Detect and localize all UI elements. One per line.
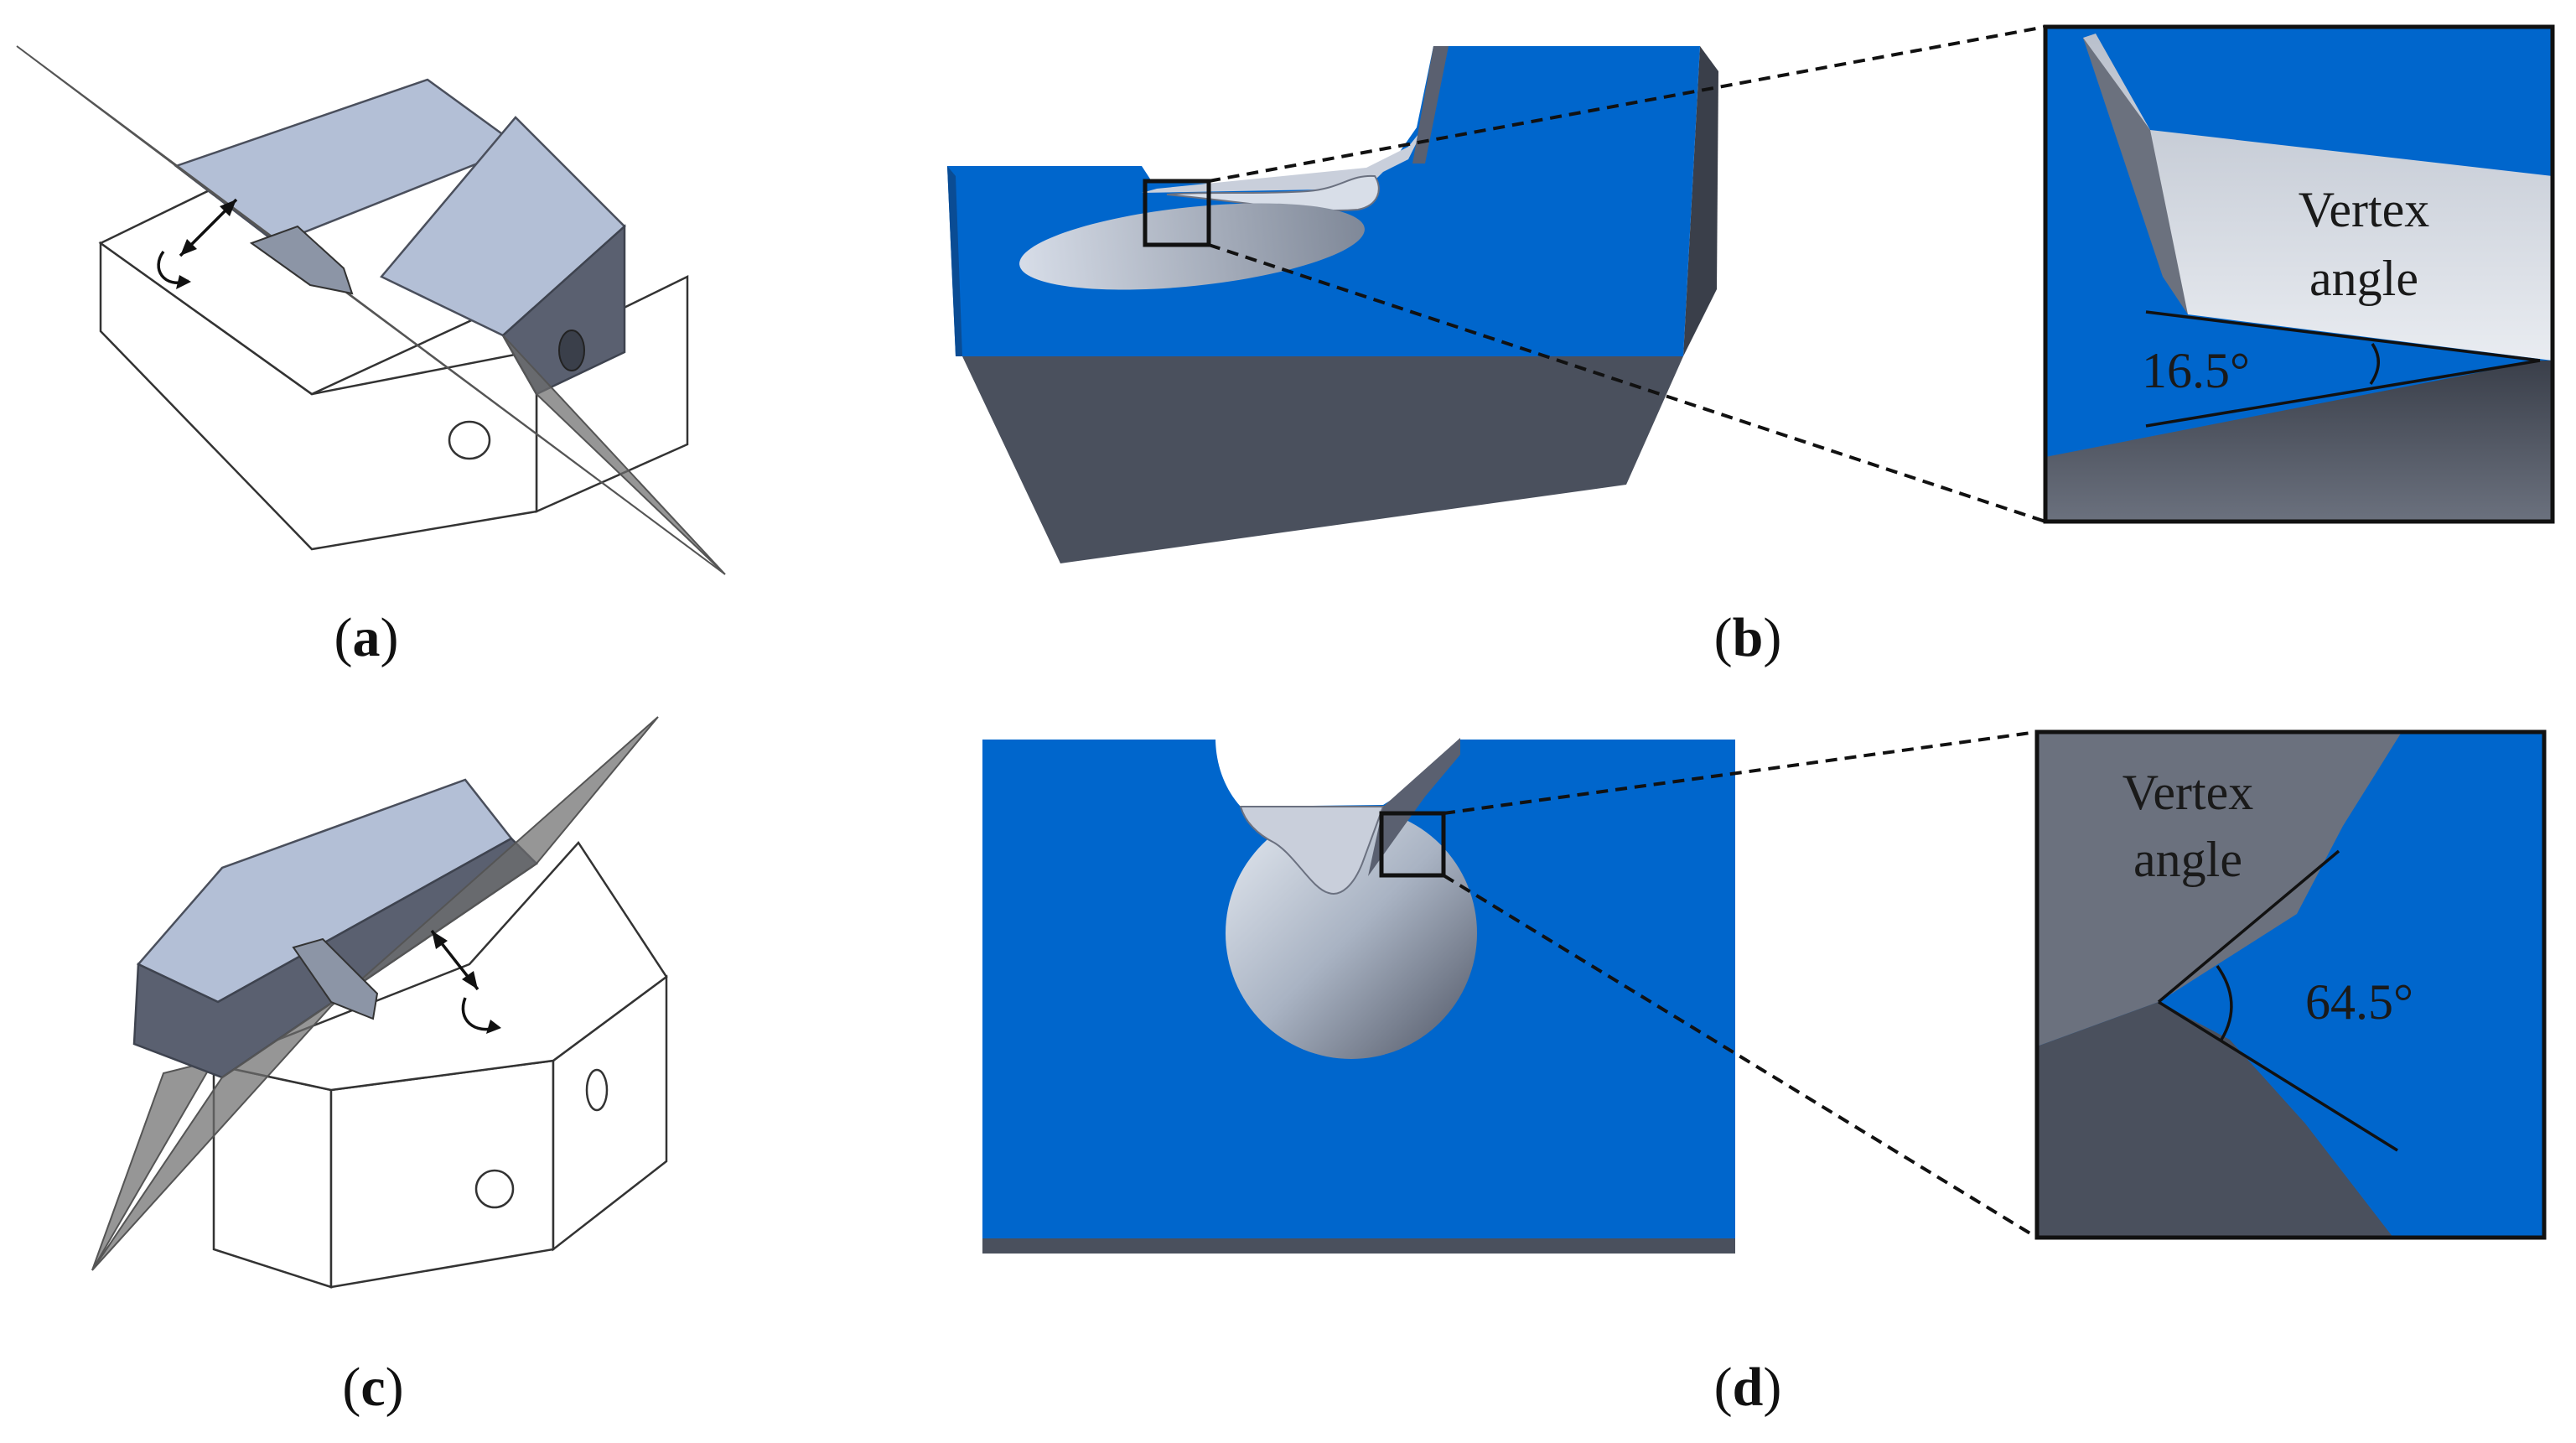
panel-b-section-view xyxy=(947,25,2046,563)
panel-a-arrowhead-down xyxy=(180,239,197,256)
panel-c-label: (c) xyxy=(342,1357,403,1418)
panel-d-bottom-edge xyxy=(982,1238,1735,1254)
panel-d-zoom-inset xyxy=(2037,732,2544,1238)
panel-d-zoom-guide-top xyxy=(1443,730,2038,815)
panel-a-rotation-tip xyxy=(176,275,191,289)
panel-b-angle-value: 16.5° xyxy=(2142,343,2250,398)
panel-b-zoom-frame xyxy=(2043,24,2555,524)
panel-c-inner-groove xyxy=(292,937,379,1020)
panel-d-slanted-face xyxy=(1368,738,1460,876)
panel-a-inner-groove xyxy=(249,225,354,295)
panel-b-angle-line-lower xyxy=(2145,359,2541,428)
panel-c-block-mid-face xyxy=(329,1059,555,1289)
panel-d-angle-line-upper xyxy=(2157,849,2340,1004)
panel-a-side-hole xyxy=(448,420,491,460)
panel-c-arrowhead-up xyxy=(432,931,448,949)
panel-d-label: (d) xyxy=(1714,1357,1782,1418)
panel-c-workpiece-diagram xyxy=(91,716,668,1289)
panel-b-zoom-grey-surface xyxy=(2083,34,2553,361)
panel-b-zoom-dark-lower xyxy=(2045,361,2553,522)
panel-b-dark-lower-face xyxy=(962,356,1683,563)
panel-b-zoom-dark-strip xyxy=(2083,38,2188,314)
panel-b-dark-side-face xyxy=(1683,46,1718,356)
panel-a-arrowhead-up xyxy=(220,200,236,216)
panel-c-slot-face xyxy=(210,840,668,1092)
panel-b-zoom-label-line2: angle xyxy=(2309,251,2418,306)
panel-d-notch-face xyxy=(1239,806,1385,895)
panel-c-rotation-tip xyxy=(486,1020,501,1034)
panel-b-zoom-label-line1: Vertex xyxy=(2299,182,2430,237)
panel-d-zoom-source-box xyxy=(1379,811,1446,878)
panel-d-angle-value: 64.5° xyxy=(2305,974,2413,1030)
panel-b-zoom-guide-bottom xyxy=(1208,243,2046,523)
panel-d-hole-circle xyxy=(1226,807,1477,1059)
panel-a-workpiece-diagram xyxy=(16,45,726,575)
panel-b-label: (b) xyxy=(1714,607,1782,668)
panel-c-front-hole xyxy=(474,1169,515,1209)
panel-a-label: (a) xyxy=(334,607,399,668)
panel-d-angle-arc xyxy=(2216,964,2233,1041)
panel-d-zoom-label-line2: angle xyxy=(2133,832,2242,887)
panel-d-zoom-guide-bottom xyxy=(1442,874,2039,1239)
panel-b-blue-left-edge xyxy=(947,166,962,356)
panel-d-zoom-frame xyxy=(2034,729,2547,1240)
panel-b-zoom-source-box xyxy=(1143,179,1211,247)
panel-d-angle-line-lower xyxy=(2158,1000,2398,1152)
panel-c-cut-plane-lower xyxy=(91,1059,216,1271)
panel-b-zoom-guide-top xyxy=(1208,25,2046,183)
panel-b-notch-face xyxy=(1142,126,1425,193)
panel-a-end-hole xyxy=(558,330,585,371)
panel-a-cut-plane-lower xyxy=(502,335,726,575)
panel-b-zoom-inset xyxy=(2045,27,2553,522)
panel-a-cut-plane xyxy=(16,45,726,575)
panel-d-zoom-label-line1: Vertex xyxy=(2122,765,2254,820)
panel-b-angle-arc xyxy=(2369,343,2380,385)
panel-d-slot-cutout xyxy=(1215,738,1460,807)
panel-d-section-view xyxy=(982,730,2039,1254)
panel-d-zoom-dark-lower xyxy=(2037,1002,2393,1238)
panel-c-arrowhead-down xyxy=(462,971,478,989)
panel-c-cut-plane xyxy=(91,716,659,1271)
panel-c-side-hole xyxy=(585,1068,609,1112)
panel-b-upper-slot-face xyxy=(1412,46,1449,164)
panel-b-angle-line-upper xyxy=(2145,310,2541,362)
panel-d-zoom-grey-surface xyxy=(2037,732,2402,1046)
